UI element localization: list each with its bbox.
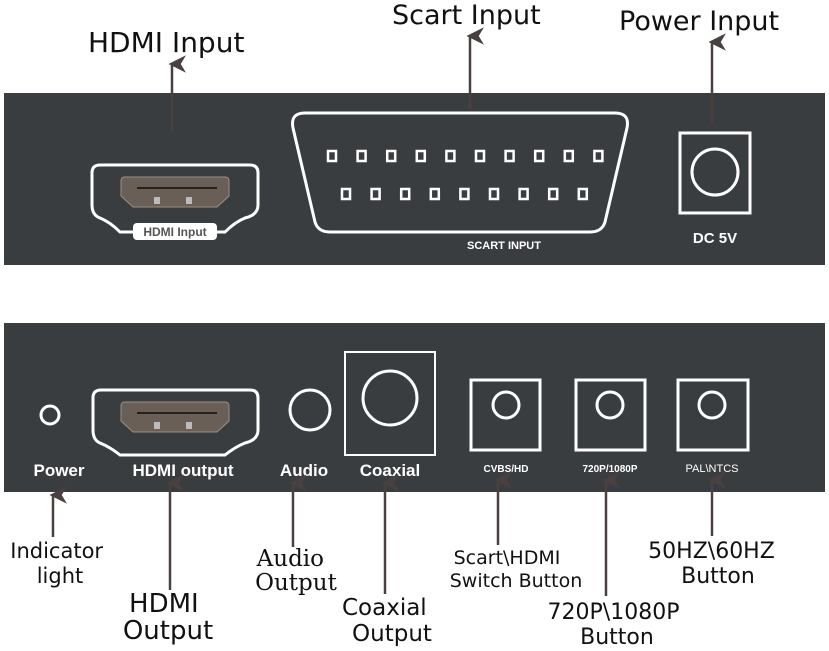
scart-pin (488, 187, 500, 201)
scart-pin (326, 149, 338, 163)
power-label: Power (33, 461, 84, 480)
dc-power-jack: DC 5V (678, 131, 752, 247)
scart-pin (385, 149, 397, 163)
callout-hdmi-output: HDMI Output (123, 589, 213, 646)
scart-pin (445, 149, 456, 163)
audio-jack (288, 388, 332, 432)
cvbs-hd-button[interactable] (469, 378, 542, 452)
callout-hdmi-input: HDMI Input (88, 26, 244, 59)
coaxial-port (344, 351, 436, 456)
pal-ntsc-button[interactable] (676, 378, 750, 452)
callout-switch-button: Scart\HDMI Switch Button (450, 547, 583, 592)
audio-label: Audio (280, 461, 328, 480)
scart-pin (533, 149, 545, 163)
power-indicator-led (39, 404, 61, 426)
callout-indicator-light: Indicator light (10, 539, 110, 588)
scart-pin (415, 149, 427, 163)
hdmi-output-label: HDMI output (132, 461, 233, 480)
hdmi-input-label: HDMI Input (143, 225, 206, 239)
resolution-label: 720P/1080P (582, 464, 637, 475)
callout-resolution-button: 720P\1080P Button (548, 600, 687, 650)
scart-pin (459, 187, 470, 201)
resolution-button[interactable] (574, 378, 647, 452)
scart-pin (399, 187, 411, 201)
callout-hz-button: 50HZ\60HZ Button (648, 539, 782, 589)
hdmi-output-port (91, 388, 260, 457)
scart-pin (577, 187, 589, 201)
pal-ntsc-label: PAL\NTCS (686, 463, 739, 475)
scart-pin (356, 149, 367, 163)
scart-pin (474, 149, 486, 163)
scart-pin (518, 187, 529, 201)
scart-pin (547, 187, 559, 201)
callout-audio-output: Audio Output (255, 546, 337, 596)
scart-input-port: SCART INPUT (291, 111, 629, 252)
dc-5v-label: DC 5V (693, 230, 737, 247)
scart-input-label: SCART INPUT (467, 240, 541, 252)
callout-scart-input: Scart Input (392, 0, 541, 31)
coaxial-label: Coaxial (360, 461, 420, 480)
callout-power-input: Power Input (619, 6, 779, 37)
scart-pin (563, 149, 575, 163)
scart-pin (340, 187, 352, 201)
cvbs-hd-label: CVBS/HD (483, 464, 528, 475)
callout-coaxial-output: Coaxial Output (342, 595, 434, 647)
scart-pin (429, 187, 441, 201)
hdmi-input-port: HDMI Input (90, 163, 260, 240)
scart-pin (593, 149, 604, 163)
scart-pin (370, 187, 381, 201)
scart-pin (504, 149, 515, 163)
